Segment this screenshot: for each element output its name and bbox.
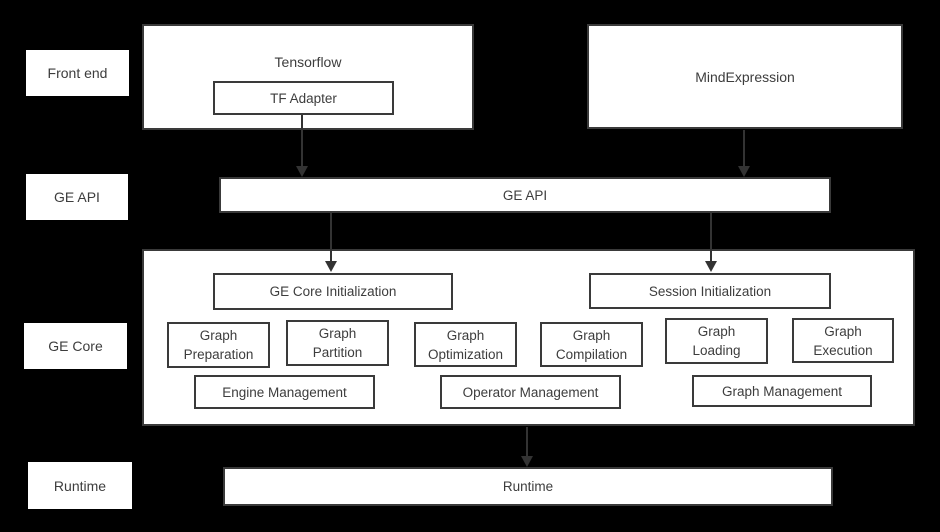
graph-execution-line2: Execution [813,342,873,358]
mindexpression-box: MindExpression [587,24,903,129]
session-initialization-box: Session Initialization [589,273,831,309]
side-label-front-end: Front end [26,50,129,96]
graph-management-box: Graph Management [692,375,872,407]
graph-compilation-line2: Compilation [555,346,628,362]
graph-partition-line2: Partition [312,345,363,360]
arrow-mindexpression-to-ge-api [737,130,751,177]
graph-compilation-line1: Graph [572,327,611,343]
graph-execution-line1: Graph [824,323,862,339]
graph-loading-line2: Loading [692,343,741,358]
graph-optimization-line1: Graph [446,327,485,343]
engine-management-box: Engine Management [194,375,375,409]
side-label-ge-api: GE API [26,174,128,220]
side-label-ge-core: GE Core [24,323,127,369]
graph-optimization-line2: Optimization [427,346,504,362]
tensorflow-label: Tensorflow [274,54,342,70]
ge-core-initialization-box: GE Core Initialization [213,273,453,310]
graph-preparation-line1: Graph [199,328,238,343]
ge-api-bar: GE API [219,177,831,213]
tf-adapter-box: TF Adapter [213,81,394,115]
operator-management-box: Operator Management [440,375,621,409]
side-label-runtime: Runtime [28,462,132,509]
arrow-ge-core-to-runtime [520,427,534,467]
graph-partition-line1: Graph [318,326,357,341]
runtime-bar: Runtime [223,467,833,506]
graph-preparation-line2: Preparation [183,347,254,362]
ge-core-box: GE Core Initialization Session Initializ… [142,249,915,426]
graph-loading-line1: Graph [697,324,736,339]
tensorflow-box: Tensorflow TF Adapter [142,24,474,130]
